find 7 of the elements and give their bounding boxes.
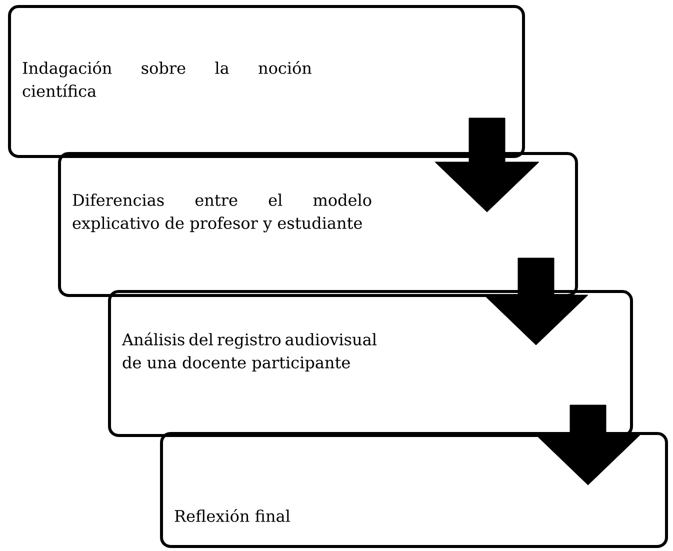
block-arrow bbox=[484, 258, 588, 346]
block-arrow bbox=[434, 118, 540, 212]
process-box: Reflexión final bbox=[160, 432, 668, 548]
block-arrow bbox=[536, 404, 640, 486]
process-box: Diferencias entre el modelo explicativo de profesor y estudiante bbox=[58, 152, 578, 297]
process-box: Análisis del registro audiovisual de una docente participante bbox=[108, 290, 633, 437]
process-box: Indagación sobre la noción científica bbox=[8, 5, 525, 158]
